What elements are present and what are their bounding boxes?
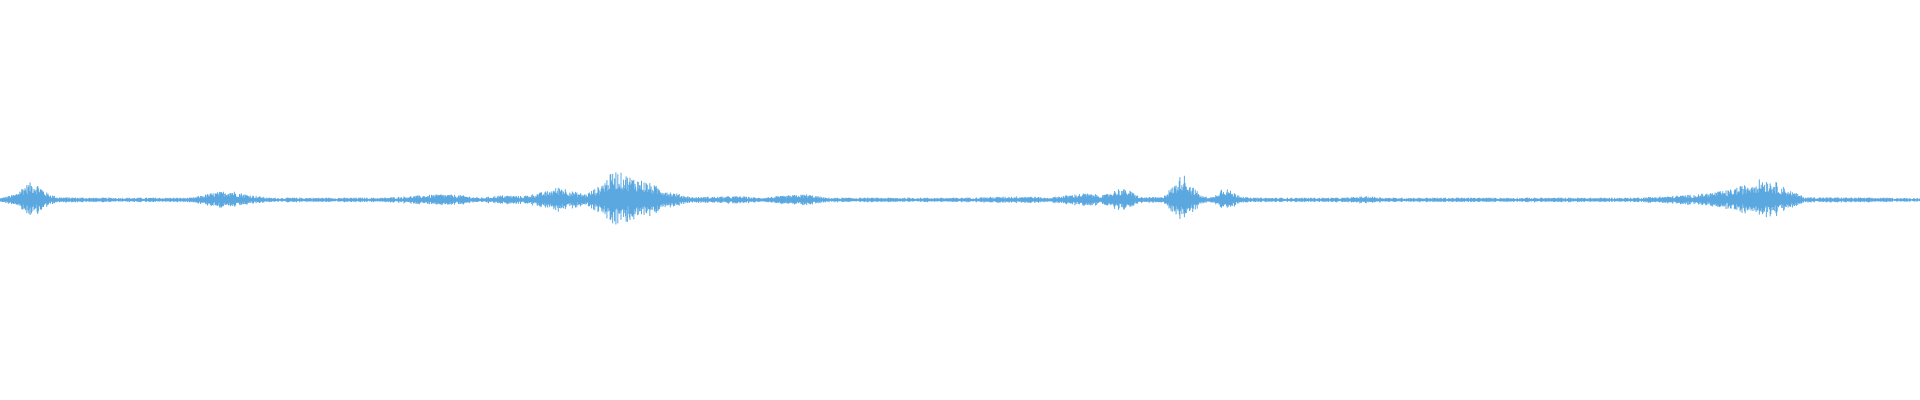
waveform-trace [0,172,1920,225]
